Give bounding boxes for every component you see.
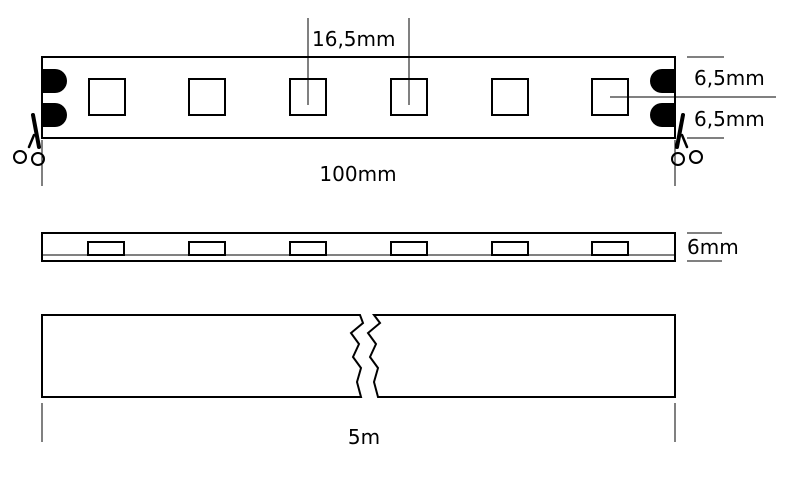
pad-upper-label: 6,5mm [694, 66, 765, 90]
led-chip [188, 78, 226, 116]
length-view: 5m [41, 314, 676, 449]
led-chips-top [88, 78, 629, 116]
solder-pad [650, 69, 675, 93]
pad-dimensions: 6,5mm 6,5mm [610, 56, 776, 139]
total-length-label: 5m [348, 425, 380, 449]
top-view: 16,5mm 6,5mm 6,5mm 100mm [13, 18, 776, 186]
led-chip-side [188, 241, 226, 256]
led-chips-side [87, 241, 629, 256]
led-pitch-dimension: 16,5mm [307, 18, 410, 105]
solder-pad [42, 69, 67, 93]
scissors-icon [13, 113, 45, 166]
led-chip [491, 78, 529, 116]
segment-length-dimension: 100mm [41, 140, 676, 186]
led-chip-side [87, 241, 125, 256]
total-length-dimension: 5m [41, 403, 676, 449]
strip-top-outline [41, 56, 676, 139]
pad-lower-label: 6,5mm [694, 107, 765, 131]
led-chip-side [491, 241, 529, 256]
led-chip-side [289, 241, 327, 256]
solder-pads-right [650, 69, 675, 127]
led-chip-side [390, 241, 428, 256]
thickness-dimension: 6mm [687, 232, 739, 262]
thickness-label: 6mm [687, 235, 739, 259]
scissors-icon [671, 113, 703, 166]
strip-right-section [366, 314, 676, 398]
strip-left-section [41, 314, 365, 398]
segment-length-label: 100mm [319, 162, 396, 186]
solder-pad [42, 103, 67, 127]
strip-side-outline [41, 232, 676, 262]
led-chip-side [591, 241, 629, 256]
led-pitch-label: 16,5mm [312, 27, 396, 51]
side-view: 6mm [41, 232, 739, 262]
solder-pad [650, 103, 675, 127]
led-chip [88, 78, 126, 116]
solder-pads-left [42, 69, 67, 127]
